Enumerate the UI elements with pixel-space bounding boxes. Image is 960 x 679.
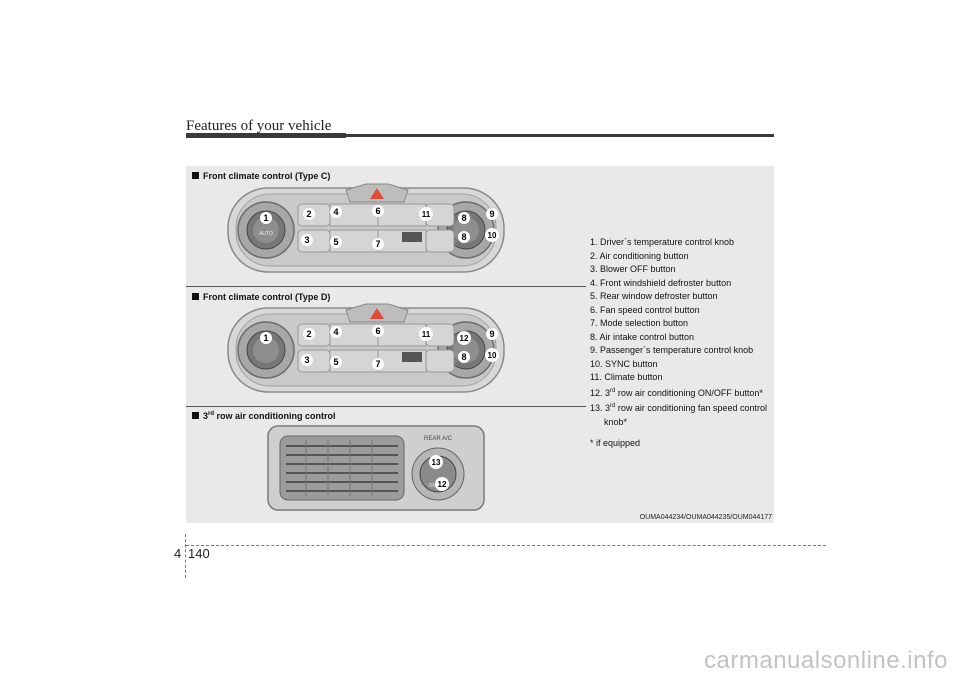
callout-d-6: 6	[375, 326, 380, 336]
legend-item: 12. 3rd row air conditioning ON/OFF butt…	[590, 387, 763, 398]
chapter-number: 4	[174, 546, 182, 561]
legend-item: 13. 3rd row air conditioning fan speed c…	[590, 403, 767, 413]
panel-label-type-d: Front climate control (Type D)	[192, 292, 330, 302]
callout-d-11: 11	[422, 330, 431, 339]
callout-d-12: 12	[460, 334, 469, 343]
panel-label-type-c: Front climate control (Type C)	[192, 171, 330, 181]
legend-item: 6. Fan speed control button	[590, 304, 700, 315]
callout-d-4: 4	[333, 327, 338, 337]
panel-label-rear: 3rd row air conditioning control	[192, 411, 336, 421]
callout-c-8b: 8	[461, 232, 466, 242]
header-rule	[186, 134, 774, 137]
callout-d-9: 9	[489, 329, 494, 339]
callout-c-3: 3	[304, 235, 309, 245]
legend-item: 9. Passenger`s temperature control knob	[590, 345, 754, 355]
knob-auto-label: AUTO	[259, 231, 273, 237]
footer-dashed-rule	[186, 545, 826, 546]
rear-ac-vent-illustration: REAR A/C ON/OFF 13 12	[267, 425, 485, 511]
header-rule-accent	[186, 133, 346, 138]
legend-item: 5. Rear window defroster button	[590, 291, 718, 301]
callout-d-8: 8	[461, 352, 466, 362]
legend-item: 1. Driver`s temperature control knob	[590, 237, 735, 247]
callout-rear-13: 13	[432, 458, 441, 467]
bullet-square-icon	[192, 172, 199, 179]
legend-item: 8. Air intake control button	[590, 331, 695, 342]
bullet-square-icon	[192, 412, 199, 419]
panel-divider-2	[186, 406, 586, 407]
legend-item: 11. Climate button	[590, 372, 663, 382]
callout-c-2: 2	[306, 209, 311, 219]
watermark: carmanualsonline.info	[704, 647, 948, 674]
callout-d-7: 7	[375, 359, 380, 369]
callout-rear-12: 12	[438, 480, 447, 489]
legend-item: 2. Air conditioning button	[590, 250, 689, 261]
legend-item-continuation: knob*	[604, 416, 628, 427]
callout-c-9: 9	[489, 209, 494, 219]
legend-item: 4. Front windshield defroster button	[590, 277, 732, 288]
callout-d-3: 3	[304, 355, 309, 365]
legend-item: 10. SYNC button	[590, 358, 658, 369]
footer-dashed-separator	[185, 534, 186, 578]
climate-panel-type-c-illustration: AUTO 1 2 3 4 5 6 7 8 8 9 10 11	[227, 183, 505, 273]
callout-c-11: 11	[422, 210, 431, 219]
callout-c-6: 6	[375, 206, 380, 216]
callout-c-7: 7	[375, 239, 380, 249]
callout-c-4: 4	[333, 207, 338, 217]
legend-item: 7. Mode selection button	[590, 318, 689, 328]
page-number: 140	[188, 546, 210, 561]
figure-panel: Front climate control (Type C) AUTO 1 2 …	[186, 166, 774, 523]
callout-d-5: 5	[333, 357, 338, 367]
figure-code: OUMA044234/OUMA044235/OUM044177	[639, 514, 772, 521]
callout-c-5: 5	[333, 237, 338, 247]
callout-d-10: 10	[488, 351, 497, 360]
component-legend: 1. Driver`s temperature control knob 2. …	[590, 236, 775, 451]
page-header-title: Features of your vehicle	[186, 118, 332, 134]
legend-item: 3. Blower OFF button	[590, 264, 676, 274]
panel-divider-1	[186, 286, 586, 287]
legend-footnote: * if equipped	[590, 438, 641, 448]
callout-d-1: 1	[263, 333, 268, 343]
callout-c-8a: 8	[461, 213, 466, 223]
rear-ac-label: REAR A/C	[424, 436, 453, 442]
callout-c-1: 1	[263, 213, 268, 223]
callout-c-10: 10	[488, 231, 497, 240]
climate-panel-type-d-illustration: 1 2 3 4 5 6 7 8 9 10 11 12	[227, 303, 505, 393]
bullet-square-icon	[192, 293, 199, 300]
callout-d-2: 2	[306, 329, 311, 339]
